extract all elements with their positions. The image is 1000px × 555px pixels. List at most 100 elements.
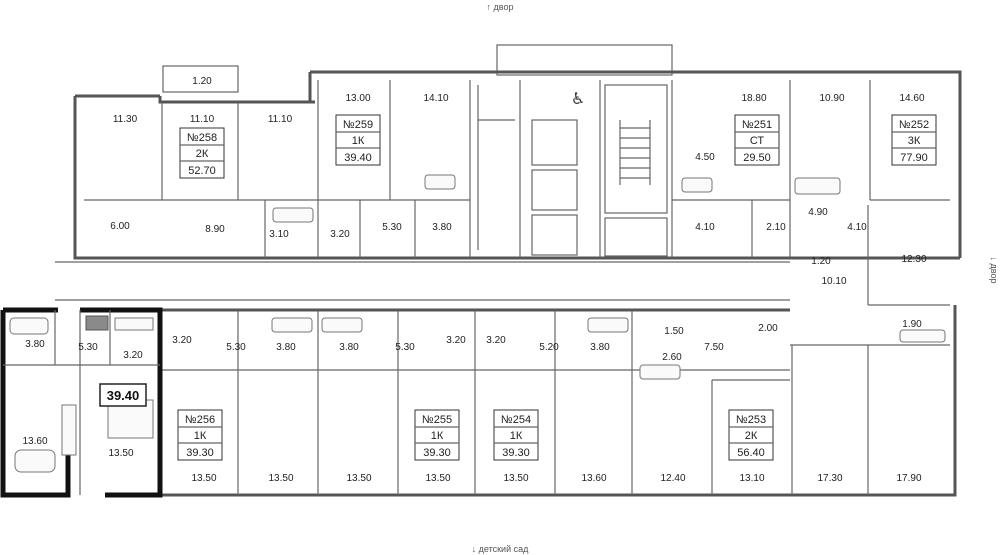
apartment-area: 39.30 [186,447,214,459]
apartment-type: 2К [745,430,758,442]
room-area: 5.20 [539,342,559,353]
orientation-bottom: ↓ детский сад [472,544,529,554]
orientation-right: ↓ двор [989,257,999,284]
room-area: 3.80 [590,342,610,353]
room-area: 13.10 [739,473,764,484]
apartment-type: 1К [194,430,207,442]
corridor [55,261,790,301]
room-area: 18.80 [741,93,766,104]
apartment-251[interactable]: №251 СТ 29.50 [734,114,780,166]
room-area: 11.10 [190,114,215,125]
room-area: 3.20 [486,335,506,346]
room-area: 4.50 [695,152,715,163]
apartment-number: №254 [501,414,531,426]
apartment-253[interactable]: №253 2К 56.40 [728,409,774,461]
room-area: 14.60 [899,93,924,104]
apartment-area: 29.50 [743,152,771,164]
orientation-bottom-label: детский сад [479,544,529,554]
upper-block-walls [73,70,962,306]
apartment-type: 1К [510,430,523,442]
room-area: 14.10 [423,93,448,104]
room-area: 13.50 [268,473,293,484]
room-area: 3.20 [330,229,350,240]
stair-lift-core [477,84,668,257]
accessibility-icon: ♿ [571,89,585,108]
apartment-number: №253 [736,414,766,426]
apartment-type: 2К [196,148,209,160]
room-area: 12.30 [901,254,926,265]
apartment-255[interactable]: №255 1К 39.30 [414,409,460,461]
highlight-area-label: 39.40 [107,388,140,403]
room-area: 10.90 [819,93,844,104]
room-area: 13.50 [191,473,216,484]
apartment-254[interactable]: №254 1К 39.30 [493,409,539,461]
room-area: 17.30 [817,473,842,484]
room-area: 2.60 [662,352,682,363]
room-area: 12.40 [660,473,685,484]
room-area: 3.80 [339,342,359,353]
room-area: 10.10 [821,276,846,287]
apartment-256[interactable]: №256 1К 39.30 [177,409,223,461]
apartment-number: №255 [422,414,452,426]
apartment-number: №259 [343,119,373,131]
room-area: 3.10 [269,229,289,240]
apartment-area: 39.40 [344,152,372,164]
room-area: 2.00 [758,323,778,334]
room-area: 5.30 [382,222,402,233]
room-area: 6.00 [110,221,130,232]
highlighted-apartment[interactable]: 39.40 [0,307,163,498]
apartment-area: 39.30 [502,447,530,459]
room-area: 3.20 [172,335,192,346]
room-area: 13.60 [581,473,606,484]
apartment-252[interactable]: №252 3К 77.90 [891,114,937,166]
room-area: 5.30 [226,342,246,353]
apartment-259[interactable]: №259 1К 39.40 [335,114,381,166]
apartment-258[interactable]: №258 2К 52.70 [179,127,225,179]
room-area: 1.90 [902,319,922,330]
room-area: 3.80 [276,342,296,353]
room-labels: 1.20 11.30 11.10 11.10 13.00 14.10 18.80… [22,76,926,484]
apartment-area: 39.30 [423,447,451,459]
bathroom-fixtures [271,174,946,380]
svg-text:↓ двор: ↓ двор [989,257,999,284]
apartment-area: 56.40 [737,447,765,459]
apartment-number: №256 [185,414,215,426]
room-area: 13.50 [346,473,371,484]
room-area: 4.10 [847,222,867,233]
room-area: 1.20 [811,256,831,267]
room-area: 17.90 [896,473,921,484]
lower-block-walls [158,305,957,497]
balcony-top-left [162,65,239,93]
room-area: 13.00 [345,93,370,104]
orientation-top-label: двор [494,2,514,12]
room-area: 3.20 [446,335,466,346]
room-area: 8.90 [205,224,225,235]
room-area: 3.20 [123,350,143,361]
room-area: 13.50 [108,448,133,459]
orientation-top: ↑ двор [487,2,514,12]
room-area: 5.30 [395,342,415,353]
apartment-number: №258 [187,132,217,144]
room-area: 11.30 [113,114,138,125]
room-area: 5.30 [78,342,98,353]
apartment-type: 1К [352,135,365,147]
washing-machine-icon [85,315,109,331]
room-area: 4.90 [808,207,828,218]
apartment-type: СТ [750,135,765,147]
apartment-type: 1К [431,430,444,442]
orientation-right-label: двор [989,264,999,284]
sofa-icon [61,404,77,456]
wardrobe-icon [114,317,154,331]
room-area: 2.10 [766,222,786,233]
room-area: 1.50 [664,326,684,337]
room-area: 4.10 [695,222,715,233]
room-area: 3.80 [432,222,452,233]
kitchen-table-icon [14,449,56,473]
room-area: 13.50 [503,473,528,484]
room-area: 7.50 [704,342,724,353]
apartment-type: 3К [908,135,921,147]
room-area: 13.60 [22,436,47,447]
room-area: 3.80 [25,339,45,350]
room-area: 1.20 [192,76,212,87]
